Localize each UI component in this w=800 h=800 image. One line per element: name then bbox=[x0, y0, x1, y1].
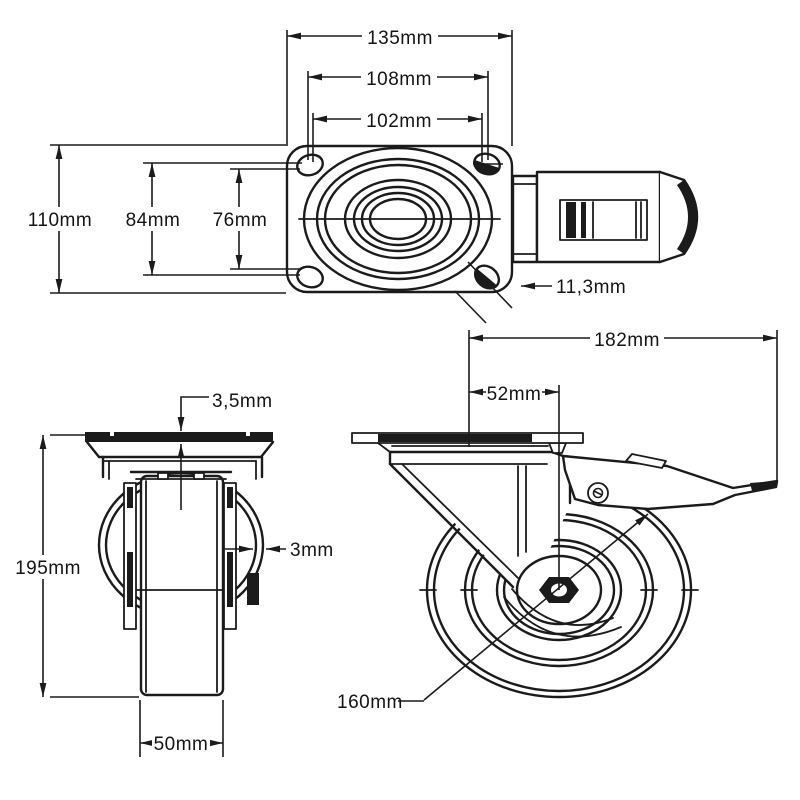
dim-label-hole-spacing-width-outer: 108mm bbox=[366, 69, 432, 90]
dim-label-plate-thickness: 3,5mm bbox=[212, 391, 273, 412]
dim-label-plate-depth: 110mm bbox=[28, 210, 92, 231]
dim-label-hole-spacing-width-inner: 102mm bbox=[366, 111, 432, 132]
dim-label-plate-width: 135mm bbox=[367, 28, 433, 49]
top-plate-front bbox=[85, 432, 275, 459]
top-view: 135mm 108mm 102mm 110mm bbox=[28, 25, 699, 324]
brake-tab-edge bbox=[247, 573, 259, 605]
swivel-fork-side bbox=[388, 442, 622, 638]
dim-label-swivel-offset: 52mm bbox=[487, 384, 542, 405]
dim-overall-height: 195mm bbox=[15, 434, 139, 698]
swivel-bearing-rings bbox=[302, 146, 494, 292]
fork-arm-right bbox=[223, 482, 259, 630]
front-view: 3,5mm 195mm 3mm 50mm bbox=[15, 391, 334, 757]
brake-pedal-top bbox=[511, 170, 699, 264]
dim-label-hole-diameter: 11,3mm bbox=[556, 277, 626, 298]
dim-hole-spacing-width-inner: 102mm bbox=[312, 108, 483, 162]
dim-plate-depth: 110mm bbox=[28, 144, 286, 294]
dim-label-hole-spacing-depth-inner: 76mm bbox=[213, 210, 268, 231]
dim-label-wheel-diameter: 160mm bbox=[337, 692, 403, 713]
dim-overall-length: 182mm bbox=[468, 327, 778, 481]
brake-lever-tab bbox=[625, 453, 667, 469]
dim-hole-spacing-depth-outer: 84mm bbox=[126, 162, 302, 276]
dim-label-fork-thickness: 3mm bbox=[290, 540, 334, 561]
dim-label-wheel-width: 50mm bbox=[154, 734, 209, 755]
dim-hole-spacing-width-outer: 108mm bbox=[307, 66, 489, 160]
wheel-tread-face bbox=[139, 474, 225, 697]
dim-label-overall-length: 182mm bbox=[594, 330, 660, 351]
dim-wheel-width: 50mm bbox=[139, 700, 224, 757]
dim-wheel-diameter: 160mm bbox=[337, 513, 649, 713]
top-plate-side bbox=[351, 432, 584, 453]
bolt-holes bbox=[296, 152, 503, 290]
dim-label-overall-height: 195mm bbox=[15, 558, 81, 579]
hole-diameter-callout bbox=[454, 261, 513, 324]
dim-swivel-offset: 52mm bbox=[469, 381, 560, 590]
fork-arm-left bbox=[123, 482, 137, 630]
dim-hole-diameter: 11,3mm bbox=[521, 277, 626, 298]
dim-hole-spacing-depth-inner: 76mm bbox=[213, 168, 300, 270]
brake-lever bbox=[561, 453, 779, 511]
dim-fork-thickness: 3mm bbox=[225, 540, 334, 561]
dim-plate-thickness: 3,5mm bbox=[177, 391, 273, 510]
dim-label-hole-spacing-depth-outer: 84mm bbox=[126, 210, 181, 231]
side-view: 182mm 52mm 160mm bbox=[337, 327, 779, 713]
dim-plate-width: 135mm bbox=[286, 25, 513, 146]
